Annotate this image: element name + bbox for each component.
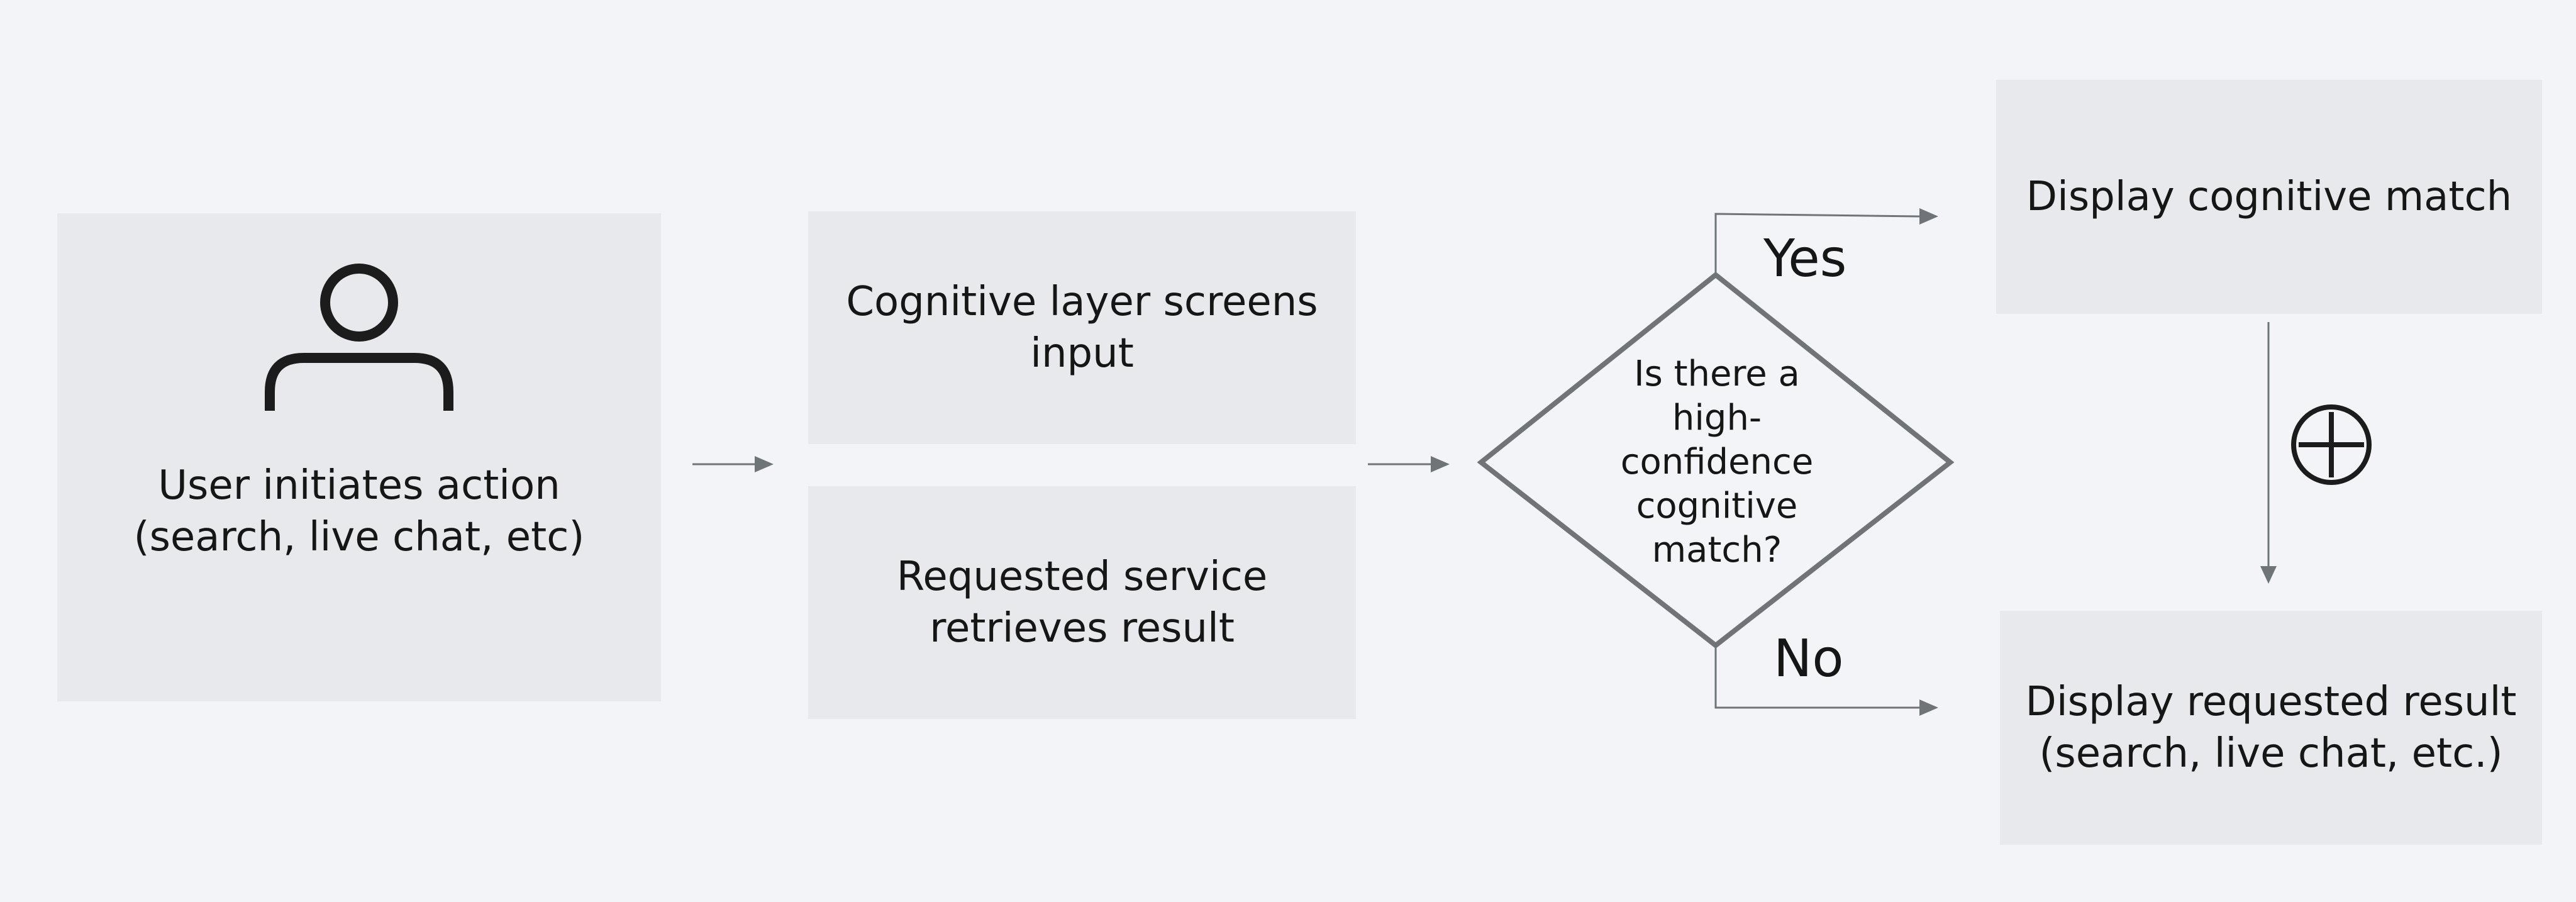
branch-label-no: No — [1774, 629, 1844, 689]
node-display-requested-result: Display requested result (search, live c… — [2000, 611, 2542, 845]
decision-label: Is there a high- confidence cognitive ma… — [1620, 354, 1814, 571]
arrowhead-match-to-result — [2260, 566, 2277, 584]
branch-label-yes: Yes — [1763, 229, 1847, 289]
node-requested-service: Requested service retrieves result — [808, 486, 1356, 719]
node-display-result-label: Display requested result (search, live c… — [2025, 679, 2517, 777]
plus-circle-icon — [2291, 404, 2372, 485]
node-requested-service-label: Requested service retrieves result — [896, 554, 1268, 652]
arrowhead-yes — [1919, 208, 1938, 225]
node-user-label: User initiates action (search, live chat… — [133, 462, 585, 560]
node-display-cognitive-match: Display cognitive match — [1996, 80, 2542, 314]
node-cognitive-layer-label: Cognitive layer screens input — [846, 279, 1318, 377]
person-icon — [265, 264, 453, 411]
arrowhead-services-to-decision — [1431, 456, 1450, 472]
node-user-initiates-action: User initiates action (search, live chat… — [57, 213, 661, 701]
arrowhead-no — [1919, 699, 1938, 716]
connector-no — [1714, 645, 1919, 709]
node-display-match-label: Display cognitive match — [2026, 174, 2512, 220]
arrowhead-user-to-services — [755, 456, 774, 472]
node-cognitive-layer: Cognitive layer screens input — [808, 211, 1356, 444]
connector-yes — [1714, 213, 1920, 275]
